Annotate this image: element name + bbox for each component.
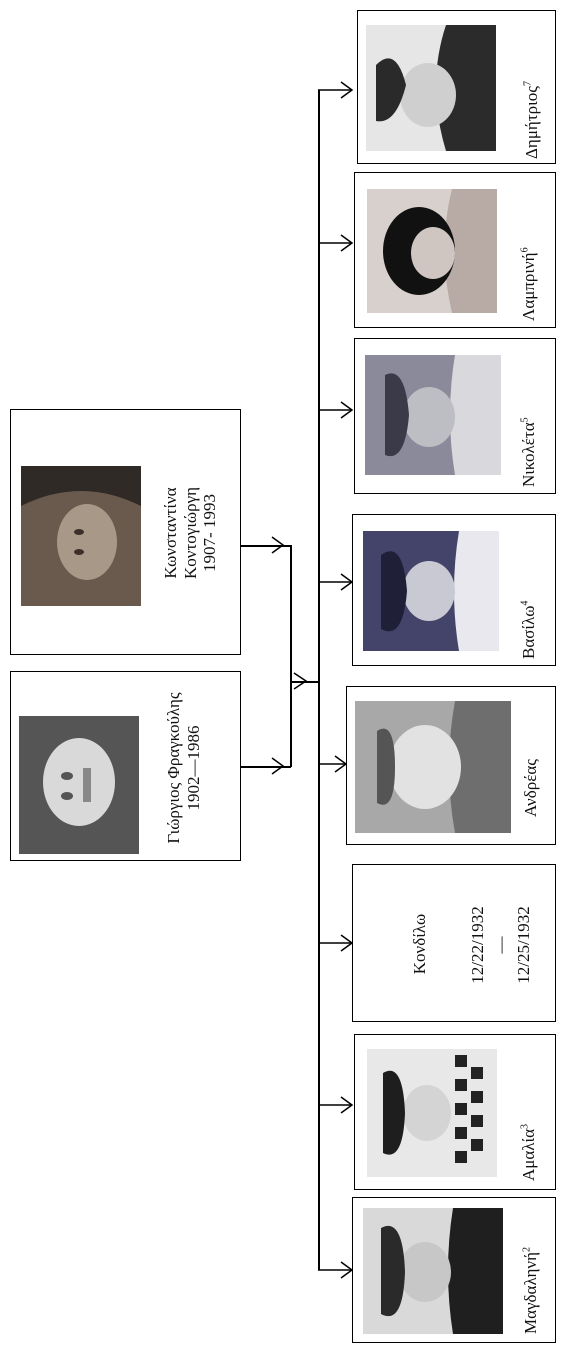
amalia-photo — [367, 1049, 497, 1177]
andreas-photo — [355, 701, 511, 833]
child-label-amalia: Αμαλία3 — [519, 1124, 539, 1181]
magdalini-photo — [363, 1208, 503, 1334]
child-box-dimitrios: Δημήτριος7 — [357, 10, 556, 164]
children-bus — [318, 90, 320, 1270]
child-label-magdalini: Μαγδαληνή2 — [521, 1247, 541, 1334]
child-name-kondilo: Κονδίλω — [410, 913, 429, 975]
child-note-vasilo: 4 — [519, 600, 531, 606]
child-box-magdalini: Μαγδαληνή2 — [352, 1197, 556, 1343]
child-label-andreas: Ανδρέας — [521, 759, 541, 817]
child-box-lamprini: Λαμπρινή6 — [354, 172, 556, 328]
child-name-vasilo: Βασίλω — [519, 605, 538, 659]
child-name-dimitrios: Δημήτριος — [522, 86, 541, 159]
child-box-vasilo: Βασίλω4 — [352, 514, 556, 666]
child-box-kondilo: Κονδίλω 12/22/1932 — 12/25/1932 — [352, 864, 556, 1022]
child-name-magdalini: Μαγδαληνή — [521, 1251, 540, 1334]
father-photo — [19, 716, 139, 854]
child-note-magdalini: 2 — [521, 1246, 533, 1252]
child-label-dimitrios: Δημήτριος7 — [522, 81, 542, 159]
lamprini-photo — [367, 189, 497, 313]
kondilo-dash: — — [490, 936, 510, 954]
arrow-to-father — [271, 757, 285, 775]
child-label-kondilo: Κονδίλω — [409, 883, 431, 1005]
child-box-andreas: Ανδρέας — [346, 686, 556, 845]
connector-mother-h — [241, 545, 291, 547]
child-note-dimitrios: 7 — [522, 81, 534, 87]
kondilo-birth: 12/22/1932 — [468, 906, 487, 984]
connector-parents-v — [290, 545, 292, 767]
child-name-amalia: Αμαλία — [519, 1128, 538, 1181]
child-name-andreas: Ανδρέας — [521, 759, 540, 817]
arrow-to-mother — [271, 536, 285, 554]
mother-photo — [21, 466, 141, 606]
child-box-amalia: Αμαλία3 — [354, 1034, 556, 1190]
child-box-nikoleta: Νικολέτα5 — [354, 338, 556, 494]
kondilo-death: 12/25/1932 — [513, 906, 533, 984]
vasilo-photo — [363, 531, 499, 651]
child-note-nikoleta: 5 — [519, 417, 531, 423]
parent-box-father: Γιώργιος Φραγκούλης 1902—1986 — [10, 671, 241, 861]
child-note-lamprini: 6 — [519, 247, 531, 253]
connector-father-h — [241, 766, 291, 768]
nikoleta-photo — [365, 355, 501, 475]
parent-box-mother: Κωνσταντίνα Κοντογιώργη 1907- 1993 — [10, 409, 241, 655]
child-name-lamprini: Λαμπρινή — [519, 252, 538, 321]
child-label-nikoleta: Νικολέτα5 — [519, 417, 539, 487]
dimitrios-photo — [366, 25, 496, 151]
child-name-nikoleta: Νικολέτα — [519, 422, 538, 487]
child-label-lamprini: Λαμπρινή6 — [519, 247, 539, 321]
kondilo-dates: 12/22/1932 — 12/25/1932 — [467, 875, 536, 1015]
arrow-to-bus — [293, 672, 308, 690]
child-label-vasilo: Βασίλω4 — [519, 601, 539, 659]
child-note-amalia: 3 — [519, 1123, 531, 1129]
